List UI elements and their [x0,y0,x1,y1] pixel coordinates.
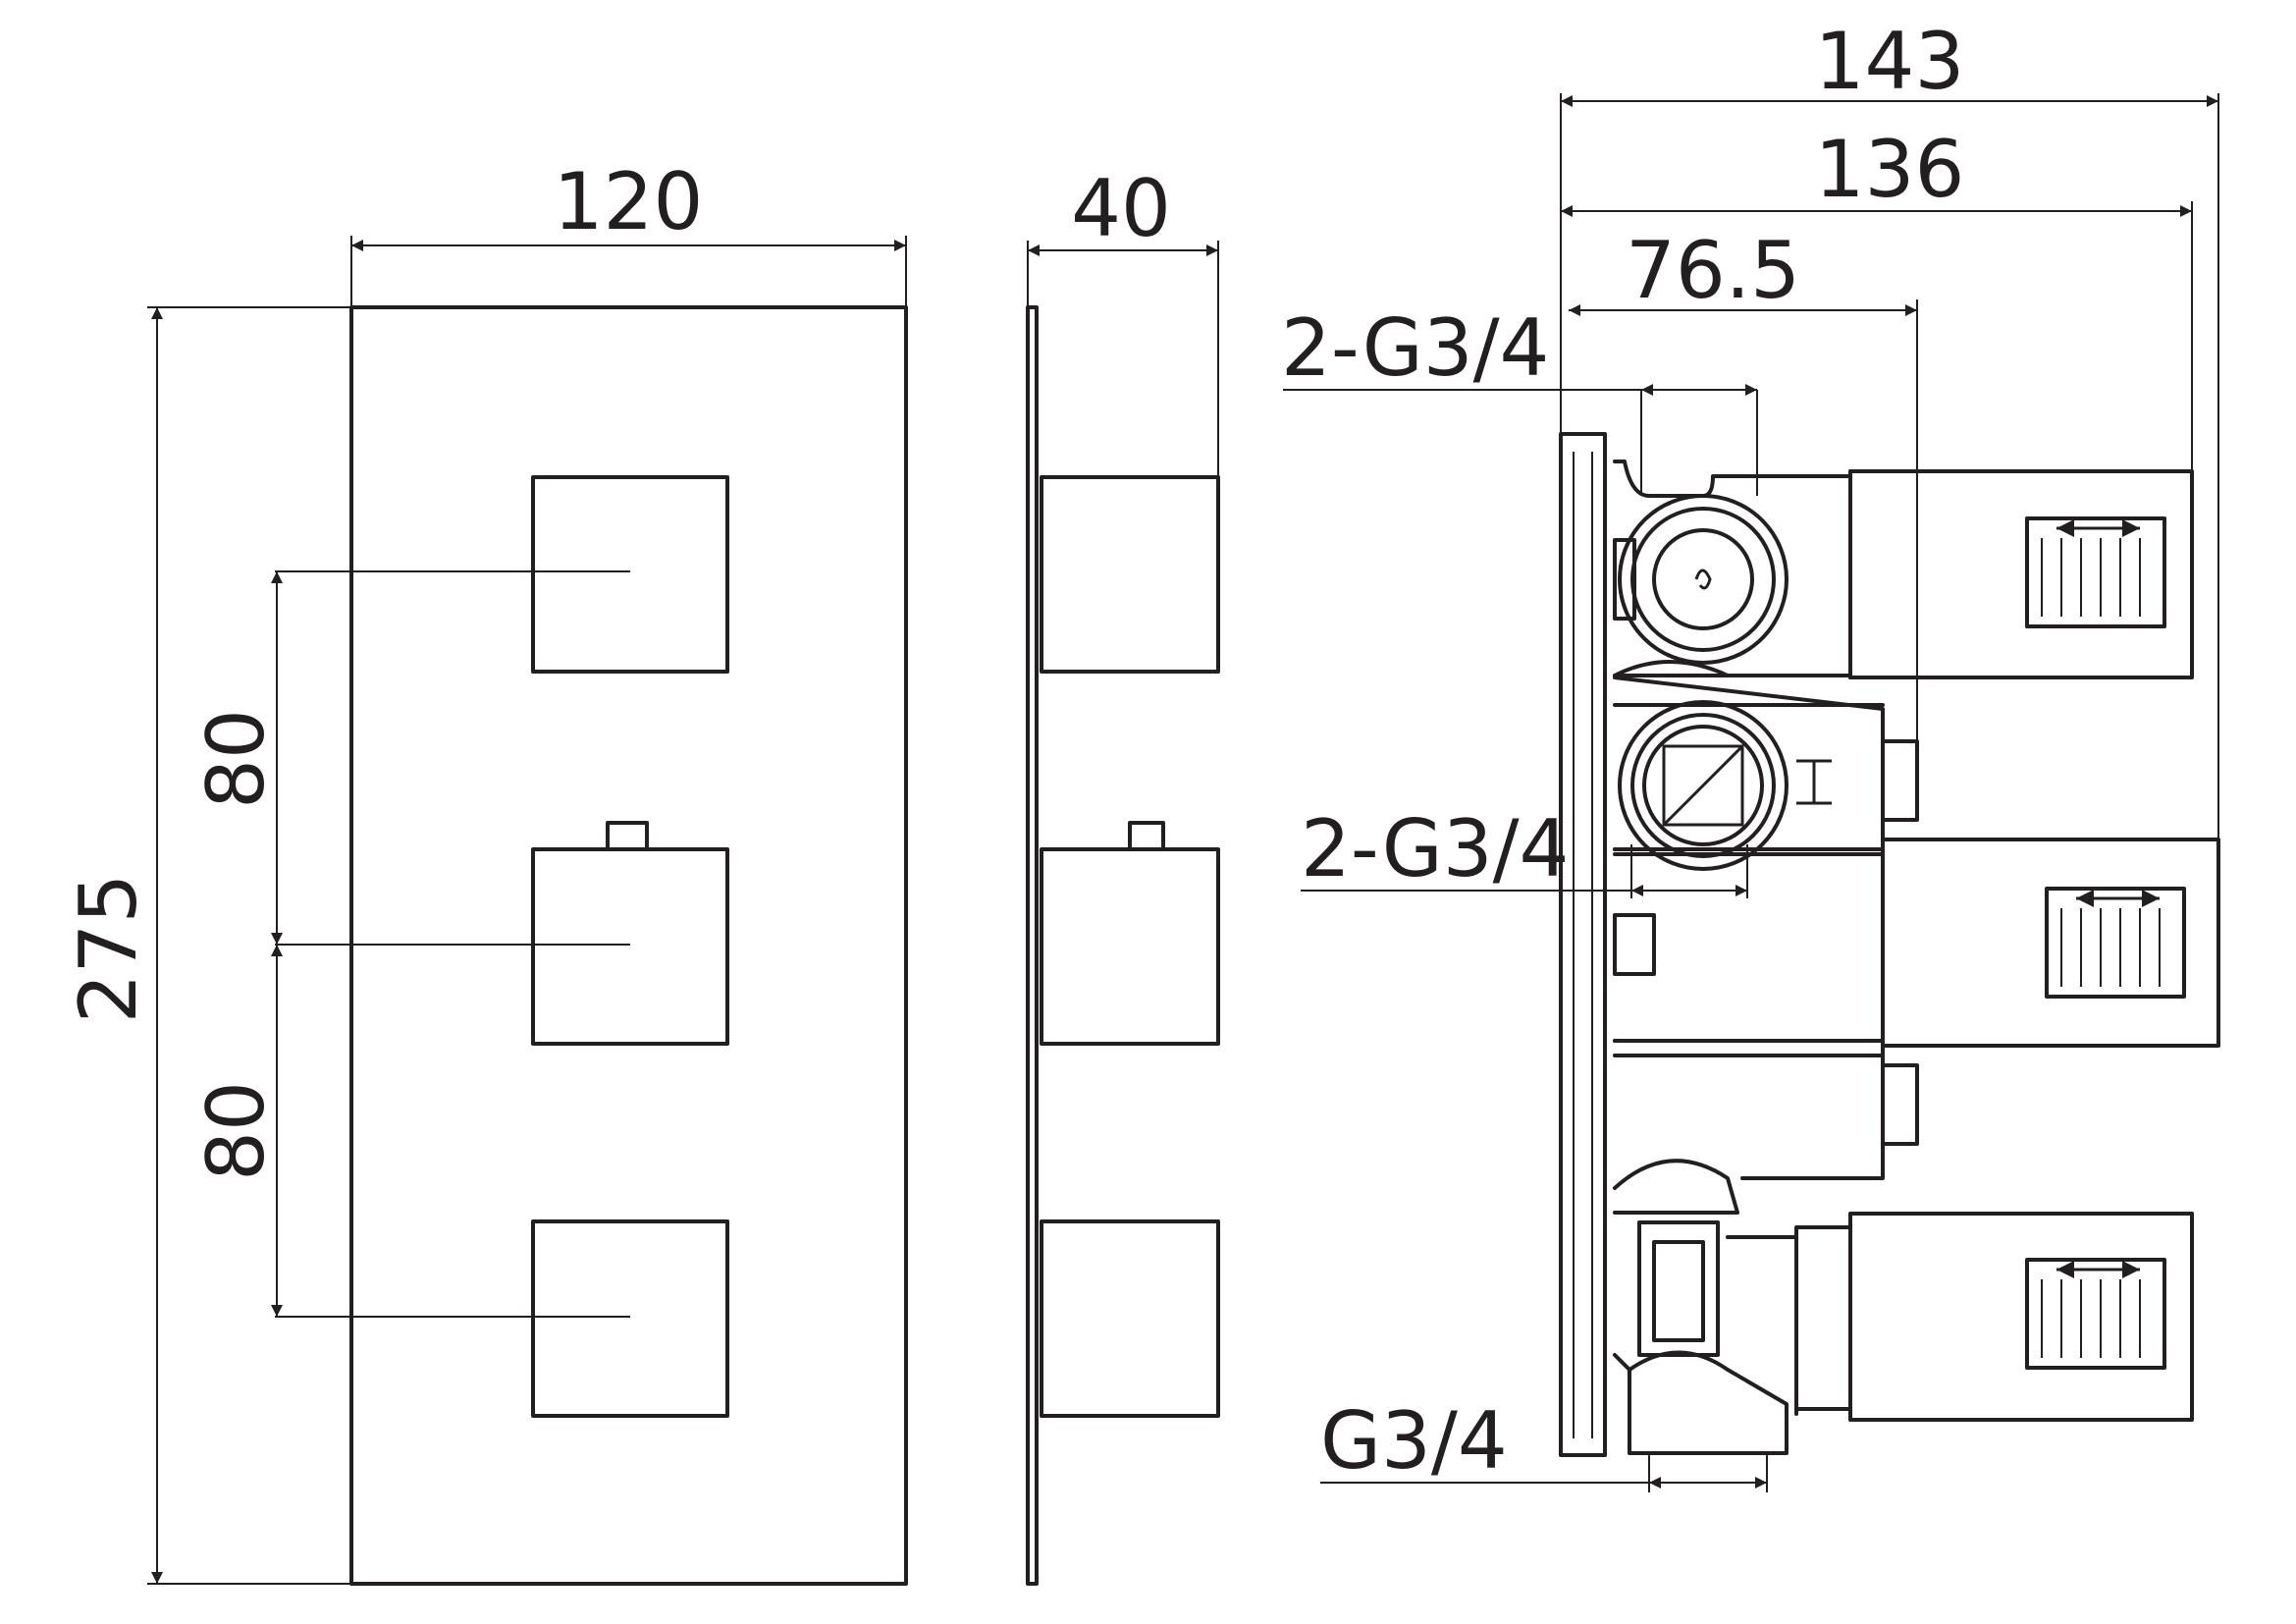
side-handle-bottom [1040,1219,1220,1418]
cartridge-middle [1881,838,2220,1048]
dimension-front-width: 120 [350,156,907,307]
dimension-bottom-connection: G3/4 [1320,1395,1768,1492]
top-connection-outer [1618,494,1789,665]
label-bottom-connection: G3/4 [1320,1395,1508,1487]
side-handle-stop [1128,821,1165,851]
label-side-depth: 40 [1071,163,1171,254]
label-body-total: 143 [1815,16,1965,107]
middle-connection-outer [1618,700,1789,871]
dimension-body-handles: 136 [1561,124,2193,471]
label-front-width: 120 [554,156,704,247]
front-view [275,305,908,1586]
label-spacing-lower: 80 [190,1081,282,1181]
side-view [1026,305,1220,1586]
dimension-top-connection: 2-G3/4 [1281,302,1758,496]
side-plate [1026,305,1039,1586]
side-handle-top [1040,475,1220,674]
dimension-handle-spacing: 80 80 [190,571,283,1317]
label-front-height: 275 [63,874,154,1024]
front-handle-bottom [531,1219,729,1418]
dimension-middle-connection: 2-G3/4 [1301,803,1748,898]
dimension-side-depth: 40 [1027,163,1219,477]
front-handle-middle [531,847,729,1046]
dimension-body-outlet: 76.5 [1569,225,1918,741]
dimension-front-height: 275 [63,306,351,1585]
label-middle-connection: 2-G3/4 [1301,803,1569,894]
label-body-handles: 136 [1815,124,1965,215]
front-handle-top [531,475,729,674]
label-top-connection: 2-G3/4 [1281,302,1549,394]
label-spacing-upper: 80 [190,709,282,809]
label-body-outlet: 76.5 [1626,225,1800,316]
side-handle-middle [1040,847,1220,1046]
front-handle-stop [606,821,649,851]
dimension-body-total: 143 [1560,16,2219,839]
valve-body-view [1559,432,2220,1457]
mounting-plate [1559,432,1607,1457]
bottom-connection-nut [1637,1220,1720,1357]
